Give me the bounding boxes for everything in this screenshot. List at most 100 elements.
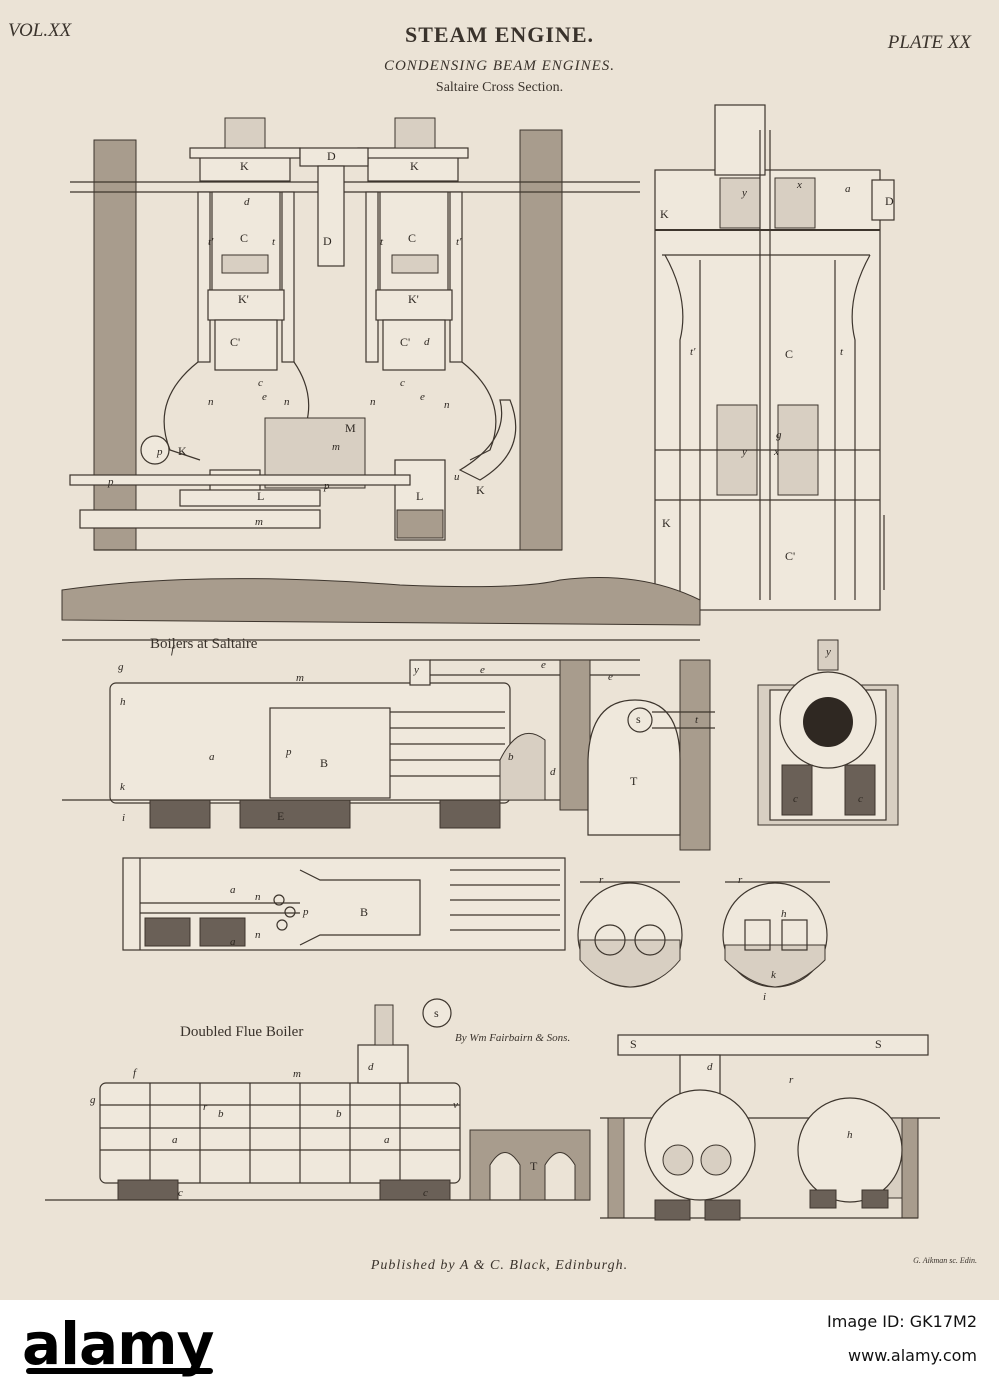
figure-letter-label: c	[258, 377, 263, 389]
figure-letter-label: y	[741, 446, 747, 458]
figure-letter-label: D	[327, 149, 336, 163]
figure-letter-label: n	[255, 929, 261, 941]
figure-letter-label: g	[90, 1094, 96, 1106]
figure-letter-label: i	[122, 812, 125, 824]
figure-letter-label: h	[120, 696, 126, 708]
figure-letter-label: d	[244, 196, 250, 208]
figure-letter-label: g	[776, 429, 782, 441]
figure-letter-label: e	[608, 671, 613, 683]
figure-letter-label: a	[384, 1134, 390, 1146]
stock-footer-bar	[0, 1300, 999, 1390]
footer-url-link[interactable]: www.alamy.com	[848, 1346, 977, 1365]
figure-letter-label: C	[240, 231, 248, 245]
figure-letter-label: n	[444, 399, 450, 411]
figure-letter-label: d	[550, 766, 556, 778]
figure-letter-label: r	[738, 874, 743, 886]
figure-letter-label: a	[230, 884, 236, 896]
figure-letter-label: t'	[208, 236, 214, 248]
boilers-caption: Boilers at Saltaire	[150, 636, 258, 652]
figure-letter-label: e	[420, 391, 425, 403]
figure-letter-label: T	[630, 774, 638, 788]
figure-letter-label: h	[781, 908, 787, 920]
figure-letter-label: b	[508, 751, 514, 763]
figure-letter-label: r	[599, 874, 604, 886]
figure-letter-label: e	[480, 664, 485, 676]
figure-letter-label: p	[302, 906, 309, 918]
figure-letter-label: h	[847, 1129, 853, 1141]
figure-letter-label: K	[660, 207, 669, 221]
figure-letter-label: K'	[408, 292, 419, 306]
section-caption: Saltaire Cross Section.	[435, 80, 564, 95]
figure-letter-label: B	[320, 756, 328, 770]
boiler-circle-sections	[577, 881, 830, 988]
figure-letter-label: d	[707, 1061, 713, 1073]
publisher-caption: Published by A & C. Black, Edinburgh.	[370, 1258, 629, 1273]
figure-letter-label: y	[413, 664, 419, 676]
figure-letter-label: c	[423, 1187, 428, 1199]
figure-letter-label: n	[284, 396, 290, 408]
figure-letter-label: c	[178, 1187, 183, 1199]
figure-letter-label: g	[118, 661, 124, 673]
figure-letter-label: K'	[238, 292, 249, 306]
volume-label: VOL.XX	[8, 20, 72, 41]
figure-letter-label: f	[171, 644, 176, 656]
figure-letter-label: t	[695, 714, 699, 726]
figure-letter-label: C'	[785, 549, 795, 563]
figure-letter-label: r	[203, 1101, 208, 1113]
boilers-section-figure	[61, 577, 715, 851]
figure-letter-label: t'	[456, 236, 462, 248]
figure-letter-label: c	[858, 793, 863, 805]
figure-letter-label: n	[370, 396, 376, 408]
figure-letter-label: K	[178, 444, 187, 458]
figure-letter-label: m	[332, 441, 340, 453]
boiler-plan-figure	[122, 857, 566, 951]
figure-letter-label: i	[763, 991, 766, 1003]
figure-letter-label: C	[785, 347, 793, 361]
figure-letter-label: x	[773, 446, 779, 458]
doubled-flue-caption: Doubled Flue Boiler	[180, 1024, 304, 1040]
figure-letter-label: K	[240, 159, 249, 173]
figure-letter-label: r	[789, 1074, 794, 1086]
figure-letter-label: p	[323, 480, 330, 492]
figure-letter-label: n	[255, 891, 261, 903]
figure-letter-label: y	[741, 187, 747, 199]
image-id-label: Image ID: GK17M2	[827, 1312, 977, 1331]
figure-letter-label: a	[172, 1134, 178, 1146]
figure-letter-label: a	[230, 936, 236, 948]
alamy-logo[interactable]: alamy	[22, 1310, 214, 1378]
plate-title: STEAM ENGINE.	[404, 22, 595, 47]
figure-letter-label: s	[434, 1006, 439, 1020]
figure-letter-label: c	[793, 793, 798, 805]
figure-letter-label: t	[272, 236, 276, 248]
plate-number: PLATE XX	[887, 32, 971, 53]
figure-letter-label: M	[345, 421, 356, 435]
figure-letter-label: K	[410, 159, 419, 173]
figure-letter-label: s	[636, 712, 641, 726]
figure-letter-label: b	[218, 1108, 224, 1120]
figure-letter-label: a	[845, 183, 851, 195]
figure-letter-label: p	[156, 446, 163, 458]
figure-letter-label: L	[257, 489, 264, 503]
figure-letter-label: E	[277, 809, 284, 823]
figure-letter-label: T	[530, 1159, 538, 1173]
figure-letter-label: c	[400, 377, 405, 389]
figure-letter-label: L	[416, 489, 423, 503]
figure-letter-label: b	[336, 1108, 342, 1120]
figure-letter-label: u	[454, 471, 460, 483]
figure-letter-label: p	[107, 476, 114, 488]
figure-letter-label: S	[875, 1037, 882, 1051]
figure-letter-label: f	[133, 1067, 138, 1079]
figure-letter-label: e	[541, 659, 546, 671]
doubled-flue-boiler-figure	[45, 998, 591, 1201]
plate-subtitle: CONDENSING BEAM ENGINES.	[383, 58, 616, 74]
figure-letter-label: B	[360, 905, 368, 919]
figure-letter-label: p	[285, 746, 292, 758]
figure-letter-label: t	[840, 346, 844, 358]
figure-letter-label: d	[424, 336, 430, 348]
engraver-credit: G. Aikman sc. Edin.	[913, 1256, 977, 1265]
figure-letter-label: n	[208, 396, 214, 408]
figure-letter-label: a	[209, 751, 215, 763]
paired-boiler-sections	[600, 1034, 940, 1221]
figure-letter-label: S	[630, 1037, 637, 1051]
figure-letter-label: k	[120, 781, 126, 793]
